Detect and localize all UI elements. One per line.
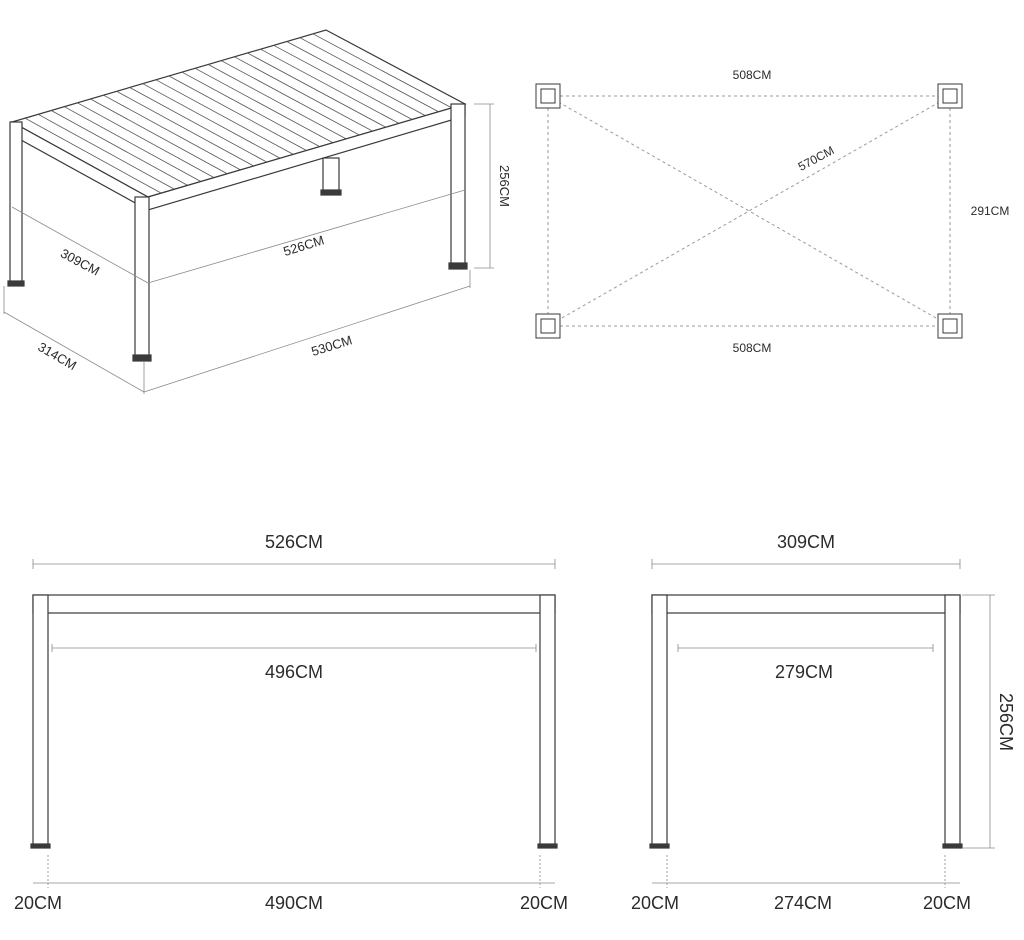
roof-louver xyxy=(194,67,334,144)
right-post xyxy=(450,103,466,268)
roof-louver xyxy=(273,44,413,120)
iso-inner-depth-label: 309CM xyxy=(58,246,102,279)
side-right-post xyxy=(944,594,961,846)
side-post-right-label: 20CM xyxy=(923,893,971,913)
rear-post xyxy=(322,157,340,195)
side-left-post xyxy=(651,594,668,846)
front-post-right-label: 20CM xyxy=(520,893,568,913)
front-left-foot xyxy=(30,843,51,849)
plan-side-label: 291CM xyxy=(971,204,1010,218)
roof-louvers xyxy=(24,33,452,194)
roof-louver xyxy=(116,90,254,167)
roof-louver xyxy=(24,117,162,194)
roof-louver xyxy=(221,60,360,136)
front-overall-label: 526CM xyxy=(265,532,323,552)
roof-louver xyxy=(64,106,202,182)
plan-diagonal-1 xyxy=(547,95,951,327)
roof-louver xyxy=(129,87,268,163)
front-post-left-label: 20CM xyxy=(14,893,62,913)
front-right-foot xyxy=(537,843,558,849)
roof-louver xyxy=(247,52,386,128)
roof-louver xyxy=(37,113,175,190)
roof-louver xyxy=(103,94,241,171)
roof-louver xyxy=(51,110,188,186)
roof-louver xyxy=(286,41,426,116)
left-post-foot xyxy=(7,280,25,287)
plan-bottom-label: 508CM xyxy=(733,341,772,355)
front-post xyxy=(134,196,150,361)
roof-louver xyxy=(181,71,320,147)
front-span-label: 490CM xyxy=(265,893,323,913)
roof-louver xyxy=(208,64,347,140)
side-beam-rect xyxy=(651,594,961,614)
side-inner-label: 279CM xyxy=(775,662,833,682)
side-post-left-label: 20CM xyxy=(631,893,679,913)
outer-depth-dim-line xyxy=(3,311,145,393)
roof-louver xyxy=(312,33,452,109)
front-left-post xyxy=(32,594,49,846)
roof-louver xyxy=(142,83,281,159)
side-span-label: 274CM xyxy=(774,893,832,913)
side-right-foot xyxy=(942,843,963,849)
iso-outer-depth-label: 314CM xyxy=(35,339,79,373)
plan-diagonal-label: 570CM xyxy=(796,143,837,174)
plan-view xyxy=(535,83,963,339)
front-beam-rect xyxy=(32,594,556,614)
front-inner-label: 496CM xyxy=(265,662,323,682)
plan-top-label: 508CM xyxy=(733,68,772,82)
roof-louver xyxy=(299,37,439,113)
roof-louver xyxy=(155,79,294,155)
right-post-foot xyxy=(448,262,468,270)
front-elevation xyxy=(30,594,558,849)
front-post-foot xyxy=(132,354,152,362)
iso-height-label: 256CM xyxy=(497,165,512,207)
roof-louver xyxy=(168,75,307,151)
roof-louver xyxy=(234,56,373,132)
side-left-foot xyxy=(649,843,670,849)
inner-depth-dim-line xyxy=(11,206,149,284)
iso-inner-width-label: 526CM xyxy=(281,232,325,259)
inner-width-dim-line xyxy=(147,189,466,284)
left-post xyxy=(9,121,23,285)
roof-louver xyxy=(260,48,400,124)
side-height-label: 256CM xyxy=(996,693,1016,751)
plan-diagonal-2 xyxy=(547,95,951,327)
isometric-view xyxy=(3,29,494,394)
roof-louver xyxy=(90,98,228,175)
side-elevation xyxy=(649,594,963,849)
outer-width-dim-line xyxy=(143,285,471,393)
roof-louver xyxy=(77,102,215,178)
rear-post-foot xyxy=(320,189,342,196)
side-overall-label: 309CM xyxy=(777,532,835,552)
front-right-post xyxy=(539,594,556,846)
